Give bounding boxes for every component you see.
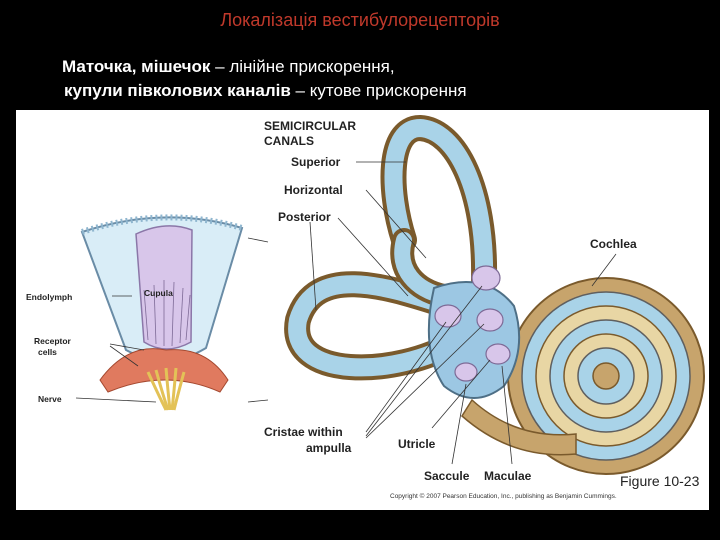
ampulla-superior	[472, 266, 500, 290]
inner-ear-figure: SEMICIRCULAR CANALS Superior Horizontal …	[16, 110, 709, 510]
copyright-line: Copyright © 2007 Pearson Education, Inc.…	[390, 492, 617, 500]
label-cupula: Cupula	[144, 288, 173, 298]
subtitle-line-angular-bold: купули півколових каналів	[64, 81, 291, 100]
ampulla-posterior	[477, 309, 503, 331]
subtitle-line-linear: Маточка, мішечок – лінійне прискорення,	[62, 57, 395, 77]
label-semicircular-2: CANALS	[264, 134, 314, 148]
label-cochlea: Cochlea	[590, 237, 637, 251]
label-maculae: Maculae	[484, 469, 532, 483]
label-nerve: Nerve	[38, 394, 62, 404]
label-receptor-2: cells	[38, 347, 57, 357]
receptor-cell-layer	[100, 349, 228, 392]
label-cristae-2: ampulla	[306, 441, 352, 455]
label-utricle: Utricle	[398, 437, 436, 451]
subtitle-line-angular-rest: – кутове прискорення	[291, 81, 467, 100]
slide-title: Локалізація вестибулорецепторів	[0, 10, 720, 31]
label-receptor-1: Receptor	[34, 336, 72, 346]
subtitle-line-linear-bold: Маточка, мішечок	[62, 57, 210, 76]
label-superior: Superior	[291, 155, 341, 169]
subtitle-line-angular: купули півколових каналів – кутове приск…	[64, 81, 467, 101]
inner-ear-diagram: SEMICIRCULAR CANALS Superior Horizontal …	[16, 110, 709, 510]
label-horizontal: Horizontal	[284, 183, 343, 197]
label-posterior: Posterior	[278, 210, 331, 224]
crista-inset	[76, 217, 268, 410]
ampulla-horizontal	[435, 305, 461, 327]
subtitle-line-linear-rest: – лінійне прискорення,	[210, 57, 394, 76]
cochlea-core	[593, 363, 619, 389]
label-semicircular-1: SEMICIRCULAR	[264, 119, 356, 133]
label-saccule: Saccule	[424, 469, 470, 483]
label-cristae-1: Cristae within	[264, 425, 343, 439]
macula-saccule	[455, 363, 477, 381]
vestibule-body	[429, 282, 519, 398]
figure-number: Figure 10-23	[620, 473, 700, 489]
label-endolymph: Endolymph	[26, 292, 72, 302]
